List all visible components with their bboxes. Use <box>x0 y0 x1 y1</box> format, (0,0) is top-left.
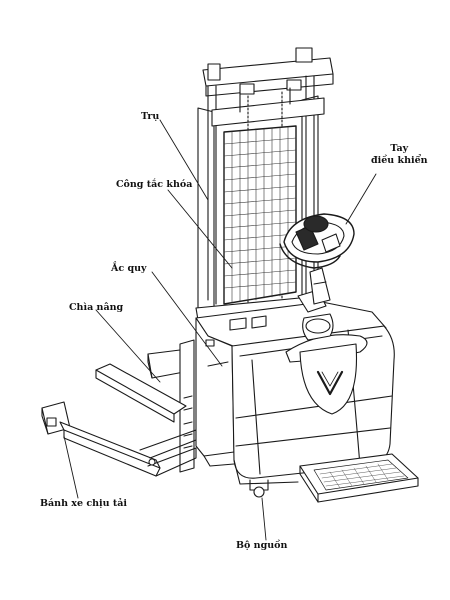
load-wheel-label: Bánh xe chịu tải <box>40 498 127 509</box>
mast-label: Trụ <box>141 111 160 122</box>
battery-label: Ắc quy <box>111 263 147 274</box>
power-unit-label: Bộ nguồn <box>236 540 288 551</box>
control-handle-label-line1: Tay <box>390 143 409 154</box>
control-handle <box>279 213 355 341</box>
fork-front <box>95 363 187 423</box>
drive-wheel <box>249 479 269 498</box>
key-switch-label: Công tắc khóa <box>116 179 193 190</box>
chassis <box>195 301 395 485</box>
leader-lines <box>63 119 377 541</box>
control-handle-label: Tay điều khiển <box>371 143 428 167</box>
mesh-guard <box>223 125 297 305</box>
forks-label: Chìa nâng <box>69 302 124 313</box>
control-handle-label-line2: điều khiển <box>371 155 428 166</box>
base-leg <box>41 401 197 477</box>
operator-platform <box>299 453 419 503</box>
fork-rear <box>147 349 185 379</box>
carriage <box>179 339 195 473</box>
